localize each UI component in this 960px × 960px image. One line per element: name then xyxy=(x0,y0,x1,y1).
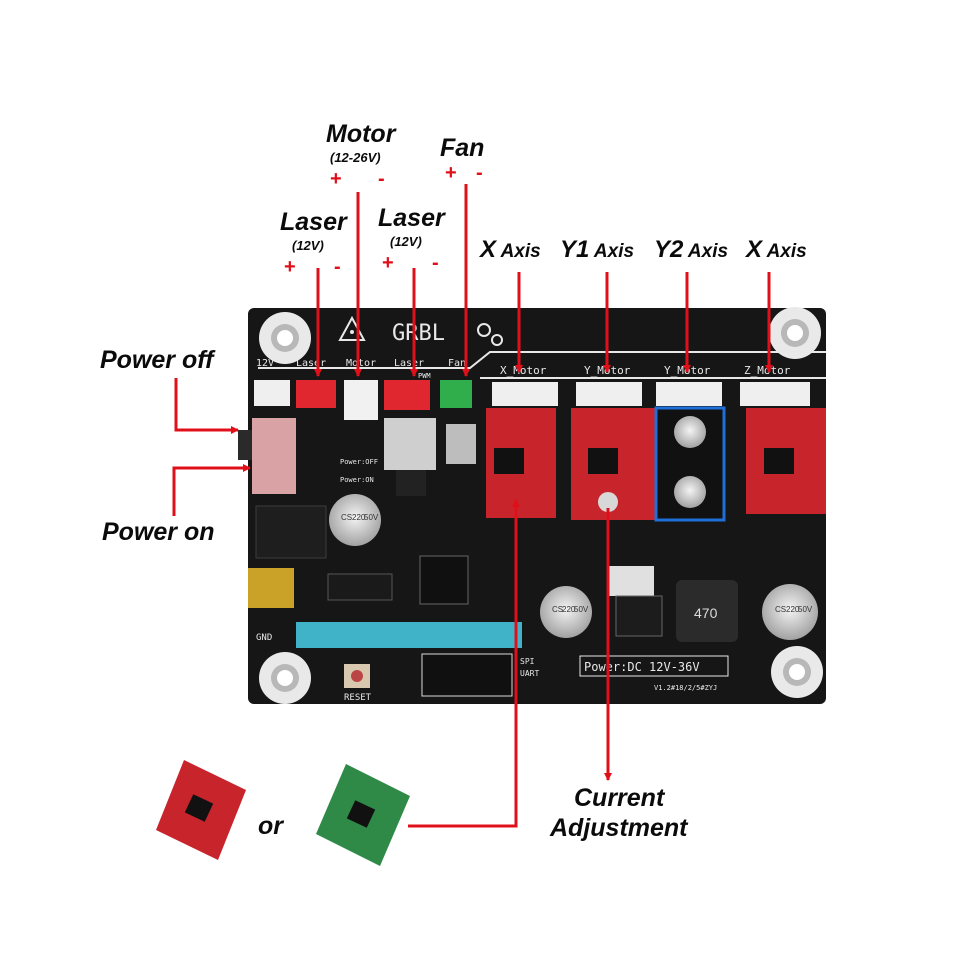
current-label-line1: Current xyxy=(574,784,665,812)
z-motor-label: Z_Motor xyxy=(744,364,791,377)
header-12v-label: 12V xyxy=(256,358,274,369)
capacitor: CS 220 50V xyxy=(329,494,381,546)
y1-axis-label: Y1 Axis xyxy=(560,236,635,263)
mounting-hole xyxy=(259,312,311,364)
motor-voltage-label: (12-26V) xyxy=(330,150,381,165)
mounting-hole xyxy=(259,652,311,704)
green-driver-module xyxy=(316,764,410,866)
power-12v-connector xyxy=(254,380,290,406)
laser-right-label: Laser xyxy=(378,204,445,232)
pcb-board: GRBL 12V Laser Motor Laser Fan PWM X_Mot… xyxy=(238,307,826,704)
module-arrow xyxy=(408,499,520,828)
header-laser-label: Laser xyxy=(296,358,326,369)
laser-left-voltage-label: (12V) xyxy=(292,238,324,253)
voltage-regulator xyxy=(608,566,654,596)
usb-port xyxy=(248,568,294,608)
laser-right-minus: - xyxy=(432,252,439,274)
red-driver-module xyxy=(156,760,246,860)
z-motor-connector xyxy=(740,382,810,406)
capacitor: CS 220 50V xyxy=(762,584,818,640)
svg-text:CS: CS xyxy=(341,513,352,522)
mosfet xyxy=(384,418,436,470)
pin-header xyxy=(296,622,522,648)
motor-label: Motor xyxy=(326,120,396,148)
annotation-arrows xyxy=(172,184,773,828)
ic-chip xyxy=(327,573,393,601)
laser-right-voltage-label: (12V) xyxy=(390,234,422,249)
microcontroller-chip xyxy=(419,555,469,605)
mosfet xyxy=(446,424,476,464)
version-silk: V1.2#18/2/5#ZYJ xyxy=(654,684,717,692)
y-motor-connector xyxy=(576,382,642,406)
y2-axis-label: Y2 Axis xyxy=(654,236,729,263)
y2-motor-connector xyxy=(656,382,722,406)
x-motor-label: X_Motor xyxy=(500,364,547,377)
svg-text:50V: 50V xyxy=(364,513,379,522)
svg-text:220: 220 xyxy=(352,513,366,522)
svg-text:50V: 50V xyxy=(798,605,813,614)
fan-connector xyxy=(440,380,472,408)
header-fan-label: Fan xyxy=(448,358,466,369)
power-off-arrow xyxy=(174,378,239,434)
svg-text:CS: CS xyxy=(552,605,563,614)
svg-text:50V: 50V xyxy=(574,605,589,614)
laser-right-plus: + xyxy=(382,252,394,274)
power-rating-silk: Power:DC 12V-36V xyxy=(584,660,700,674)
gnd-label: GND xyxy=(256,633,272,643)
gears-icon xyxy=(477,323,503,346)
fan-minus: - xyxy=(476,162,483,184)
dc-jack xyxy=(255,505,327,559)
board-title: GRBL xyxy=(392,321,445,346)
current-adjust-potentiometer xyxy=(598,492,618,512)
motor-connector xyxy=(344,380,378,420)
uart-label: UART xyxy=(520,669,539,678)
header-motor-label: Motor xyxy=(346,358,376,369)
power-off-silk: Power:OFF xyxy=(340,458,378,466)
power-off-label: Power off xyxy=(100,346,214,374)
svg-text:470: 470 xyxy=(694,605,718,621)
laser-connector-right xyxy=(384,380,430,410)
laser-connector-left xyxy=(296,380,336,408)
motor-plus: + xyxy=(330,168,342,190)
svg-text:CS: CS xyxy=(775,605,786,614)
fan-label: Fan xyxy=(440,134,485,162)
svg-text:220: 220 xyxy=(786,605,800,614)
motor-minus: - xyxy=(378,168,385,190)
inductor xyxy=(676,580,738,642)
power-on-arrow xyxy=(172,464,251,516)
x-axis-label: X Axis xyxy=(480,236,541,263)
spi-uart-header xyxy=(421,653,513,697)
laser-left-label: Laser xyxy=(280,208,347,236)
mounting-hole xyxy=(771,646,823,698)
power-on-label: Power on xyxy=(102,518,215,546)
spi-label: SPI xyxy=(520,657,535,666)
power-switch xyxy=(252,418,296,494)
header-laser2-label: Laser xyxy=(394,358,424,369)
pwm-label: PWM xyxy=(418,372,431,380)
power-on-silk: Power:ON xyxy=(340,476,374,484)
fan-plus: + xyxy=(445,162,457,184)
x-motor-connector xyxy=(492,382,558,406)
capacitor: CS 220 50V xyxy=(540,586,592,638)
or-label: or xyxy=(258,812,283,840)
svg-text:220: 220 xyxy=(562,605,576,614)
current-label-line2: Adjustment xyxy=(550,814,688,842)
reset-label: RESET xyxy=(344,693,372,703)
mounting-hole xyxy=(769,307,821,359)
laser-left-minus: - xyxy=(334,256,341,278)
laser-left-plus: + xyxy=(284,256,296,278)
x-axis-right-label: X Axis xyxy=(746,236,807,263)
